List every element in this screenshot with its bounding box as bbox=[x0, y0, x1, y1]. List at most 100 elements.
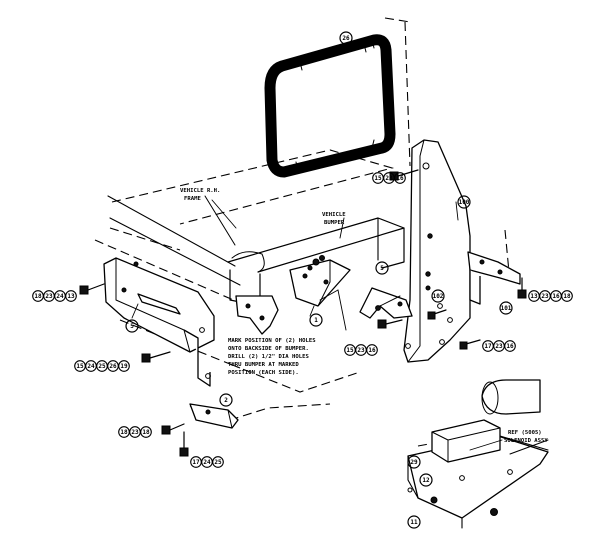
drill-note-line-3: DRILL (2) 1/2" DIA HOLES bbox=[228, 354, 309, 360]
callout-number: 23 bbox=[541, 293, 549, 300]
callout-number: 13 bbox=[530, 293, 538, 300]
callout-number: 24 bbox=[203, 459, 211, 466]
center-bracket bbox=[359, 287, 413, 319]
callout-circle bbox=[561, 290, 573, 302]
callout-number: 16 bbox=[368, 347, 376, 354]
callout-number: 23 bbox=[45, 293, 53, 300]
callout-circle bbox=[65, 290, 77, 302]
callout-number: 16 bbox=[552, 293, 560, 300]
bolt-left bbox=[79, 283, 105, 295]
right-angle-bracket bbox=[467, 251, 521, 305]
callout-2: 2 bbox=[219, 393, 233, 407]
drill-note-line-4: THRU BUMPER AT MARKED bbox=[228, 362, 299, 368]
callout-number: 18 bbox=[120, 429, 128, 436]
callout-number: 16 bbox=[506, 343, 514, 350]
callout-12: 12 bbox=[419, 473, 433, 487]
callout-26: 26 bbox=[339, 31, 353, 45]
callout-29-text: 29 bbox=[410, 459, 418, 466]
callout-102-text: 102 bbox=[433, 293, 444, 300]
callout-5-left: 5 bbox=[125, 319, 139, 333]
handle bbox=[264, 34, 396, 178]
callout-number: 23 bbox=[495, 343, 503, 350]
callout-number: 26 bbox=[109, 363, 117, 370]
callout-number: 13 bbox=[67, 293, 75, 300]
callout-5-left-text: 5 bbox=[130, 323, 134, 330]
left-inner-bracket bbox=[235, 295, 279, 335]
bolt-center bbox=[377, 319, 403, 329]
callout-circle bbox=[394, 172, 406, 184]
callout-circle bbox=[118, 360, 130, 372]
callout-number: 19 bbox=[120, 363, 128, 370]
callouts: 26 5 5 2 1 100 101 102 bbox=[125, 31, 513, 529]
solenoid-label-line-2: SOLENOID ASSY bbox=[504, 438, 548, 444]
leader-lines bbox=[131, 199, 503, 451]
callout-number: 23 bbox=[385, 175, 393, 182]
bolt-right-mid bbox=[427, 309, 447, 320]
callout-101: 101 bbox=[499, 301, 513, 315]
callout-number: 15 bbox=[346, 347, 354, 354]
callout-29: 29 bbox=[407, 455, 421, 469]
callout-12-text: 12 bbox=[422, 477, 430, 484]
callout-number: 18 bbox=[34, 293, 42, 300]
drill-note-line-1: MARK POSITION OF (2) HOLES bbox=[228, 338, 316, 344]
callout-102: 102 bbox=[431, 289, 445, 303]
solenoid-label-line-1: REF (5005) bbox=[508, 430, 542, 436]
callout-11: 11 bbox=[407, 515, 421, 529]
bolt-left-mid bbox=[141, 351, 171, 363]
callout-number: 24 bbox=[87, 363, 95, 370]
callout-5-right: 5 bbox=[375, 261, 389, 275]
small-bracket bbox=[189, 403, 239, 429]
bolt-low bbox=[161, 423, 185, 435]
right-mounting-plate bbox=[403, 139, 471, 363]
hardware bbox=[79, 169, 527, 457]
callout-circle bbox=[366, 344, 378, 356]
callout-number: 18 bbox=[142, 429, 150, 436]
callout-number: 17 bbox=[192, 459, 200, 466]
bumper-label: VEHICLE BUMPER bbox=[322, 212, 346, 226]
callout-number: 15 bbox=[76, 363, 84, 370]
callout-circle bbox=[504, 340, 516, 352]
bolt-bottom bbox=[179, 431, 189, 457]
callout-2-text: 2 bbox=[224, 397, 228, 404]
callout-101-text: 101 bbox=[501, 305, 512, 312]
callout-number: 23 bbox=[357, 347, 365, 354]
vehicle-bumper bbox=[227, 217, 405, 307]
bolt-right bbox=[517, 277, 527, 299]
bumper-label-line-1: VEHICLE bbox=[322, 212, 346, 218]
frame-label-line-1: VEHICLE R.H. bbox=[180, 188, 220, 194]
solenoid-assembly bbox=[407, 379, 549, 529]
callout-5-right-text: 5 bbox=[380, 265, 384, 272]
alignment-lines bbox=[189, 17, 521, 447]
vehicle-frame bbox=[94, 149, 395, 369]
center-plate bbox=[289, 255, 351, 307]
callout-100-text: 100 bbox=[459, 199, 470, 206]
callout-1: 1 bbox=[309, 313, 323, 327]
bolt-lower-right bbox=[459, 339, 481, 350]
callout-26-text: 26 bbox=[342, 35, 350, 42]
drill-note: MARK POSITION OF (2) HOLES ONTO BACKSIDE… bbox=[228, 338, 316, 376]
bumper-label-line-2: BUMPER bbox=[324, 220, 345, 226]
callout-100: 100 bbox=[457, 195, 471, 209]
callout-circle bbox=[140, 426, 152, 438]
callout-circle bbox=[212, 456, 224, 468]
callout-number: 25 bbox=[98, 363, 106, 370]
callout-number: 17 bbox=[484, 343, 492, 350]
callout-1-text: 1 bbox=[314, 317, 318, 324]
callout-11-text: 11 bbox=[410, 519, 418, 526]
callout-number: 18 bbox=[563, 293, 571, 300]
callout-number: 23 bbox=[131, 429, 139, 436]
callout-number: 25 bbox=[214, 459, 222, 466]
callout-number: 24 bbox=[56, 293, 64, 300]
drill-note-line-5: POSITION (EACH SIDE). bbox=[228, 370, 299, 376]
callout-number: 15 bbox=[374, 175, 382, 182]
